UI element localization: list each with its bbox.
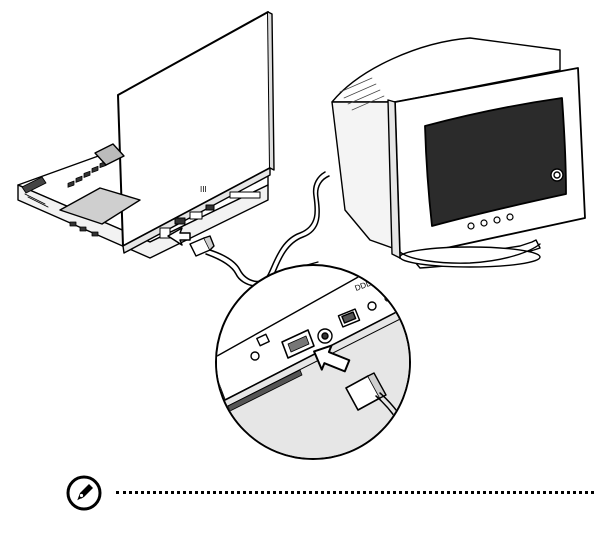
laptop: III (18, 12, 274, 258)
laptop-vga-plug (190, 236, 214, 256)
laptop-label: III (200, 185, 207, 194)
port-detail-callout: DDD (210, 262, 420, 470)
connection-illustration: III (0, 0, 595, 470)
note-row (66, 473, 595, 513)
note-pen-icon (66, 475, 102, 511)
note-dotted-rule (116, 491, 594, 494)
crt-monitor (332, 38, 585, 268)
